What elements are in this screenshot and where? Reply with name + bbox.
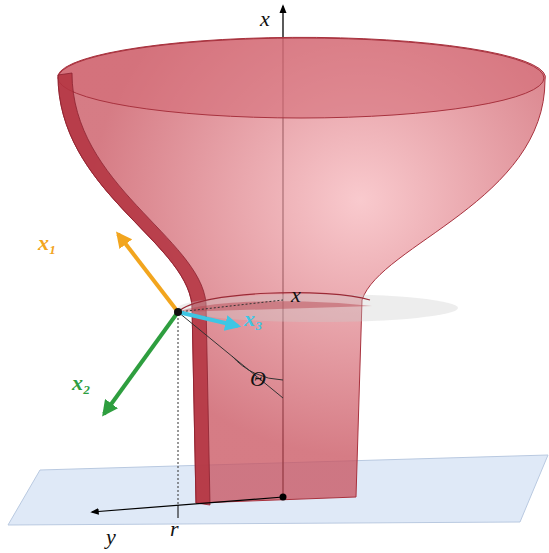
top-rim	[58, 38, 544, 118]
dimension-label: r	[170, 518, 179, 540]
axis-label: x	[291, 284, 301, 306]
origin-dot	[280, 494, 287, 501]
vector-label: x₁	[38, 232, 57, 254]
cut-wall	[58, 73, 210, 505]
radius-line	[178, 300, 283, 312]
vector-label: x₂	[72, 372, 91, 394]
y-axis	[92, 497, 283, 512]
r-tick	[178, 505, 179, 518]
surface-body	[58, 37, 545, 503]
x2-vector	[104, 312, 178, 414]
neck-section	[178, 301, 372, 312]
x1-vector	[118, 234, 178, 312]
drop-line	[178, 318, 179, 505]
normal-line	[178, 312, 283, 398]
axis-label: y	[106, 526, 116, 548]
angle-label: Θ	[250, 368, 266, 390]
surface-point	[174, 308, 182, 316]
x3-vector	[178, 312, 238, 326]
vector-label: x₃	[244, 308, 263, 330]
axis-label: x	[260, 8, 270, 30]
